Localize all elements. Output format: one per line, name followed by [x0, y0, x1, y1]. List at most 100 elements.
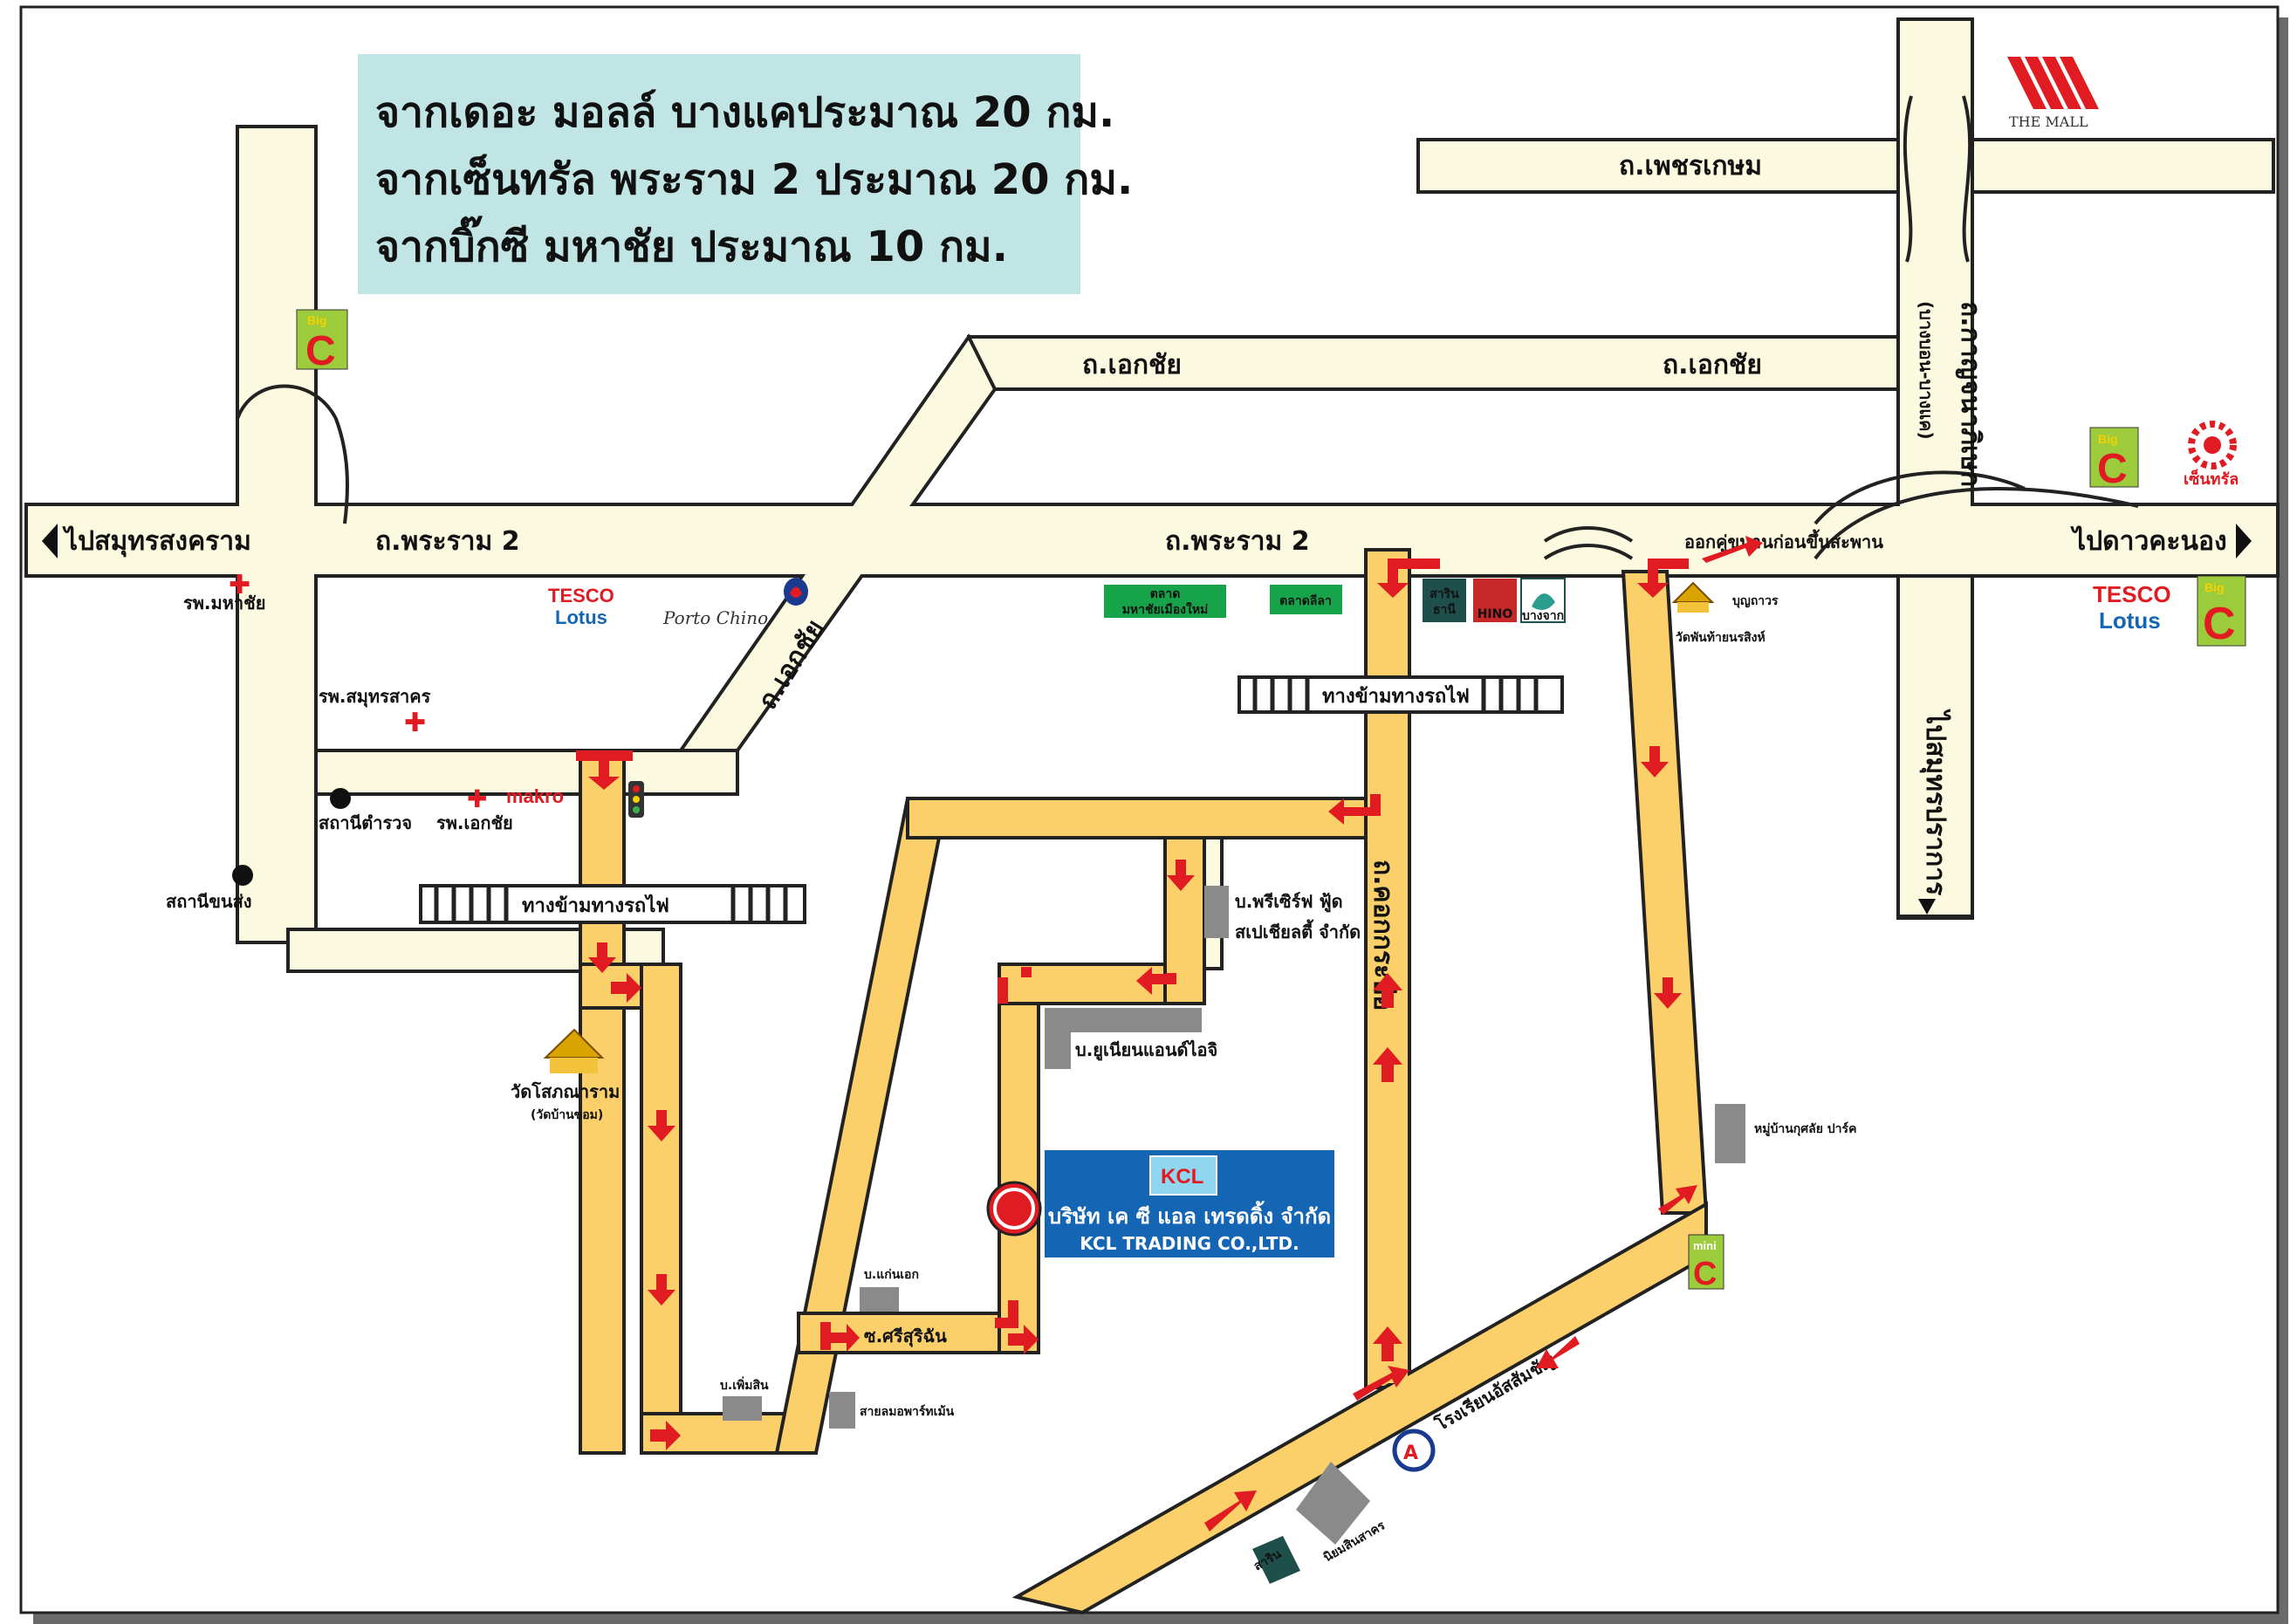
makro-logo: makro [506, 785, 564, 807]
arrow-turn-left-icon [1136, 967, 1176, 995]
arrow-up-icon [1373, 1047, 1402, 1082]
hospital-cross-icon-3: ✚ [467, 785, 487, 813]
label-kanchanaphisek-sub: (บางบอน-บางแค) [1916, 301, 1937, 440]
market-lila: ตลาดลีลา [1279, 594, 1332, 608]
school-logo-icon [1392, 1429, 1436, 1472]
route-inner-top [906, 797, 1398, 839]
road-ekachai-south [314, 749, 739, 796]
arrow-turn-icon [998, 967, 1032, 1004]
rail-crossing-right-label: ทางข้ามทางรถไฟ [1322, 684, 1470, 708]
poi-saiwan-apartment: สายลมอพาร์ทเม้น [860, 1404, 955, 1419]
building-mooban-kusol [1715, 1104, 1745, 1163]
road-phetkasem [1416, 138, 1909, 194]
road-ekachai [967, 335, 1904, 391]
poi-mahachai-hospital: รพ.มหาชัย [183, 593, 265, 613]
tesco-logo-2: TESCO [2093, 581, 2171, 607]
label-ekachai-left: ถ.เอกชัย [1082, 350, 1182, 380]
bangchak-logo-text: บางจาก [1522, 609, 1564, 623]
building-saiwan [829, 1392, 855, 1429]
label-sri-surichan: ซ.ศรีสุริฉัน [864, 1326, 947, 1347]
arrow-down-icon [648, 1110, 675, 1141]
arrow-diagonal-icon [1658, 1185, 1697, 1215]
svg-text:Big: Big [2098, 432, 2118, 446]
svg-text:THE MALL: THE MALL [2009, 113, 2088, 130]
hospital-cross-icon-2: ✚ [404, 708, 426, 738]
lotus-logo-1: Lotus [555, 606, 607, 628]
market-mahachai-1: ตลาด [1150, 587, 1181, 601]
arrow-turn-icon [1637, 558, 1689, 598]
road-joints [28, 141, 2276, 574]
market-mahachai-2: มหาชัยเมืองใหม่ [1122, 601, 1209, 617]
arrow-right-icon [650, 1421, 681, 1450]
arrow-turn-left-icon [1328, 794, 1381, 825]
svg-text:mini: mini [1693, 1239, 1717, 1252]
bigc-logo-right-top: Big C [2089, 427, 2139, 492]
road-to-samut-prakan [1896, 574, 1974, 918]
info-box [358, 54, 1080, 294]
overpass-curve-a [1813, 487, 2139, 560]
poi-transport-station: สถานีขนส่ง [166, 891, 252, 912]
overpass-curve-d [1962, 95, 1972, 263]
road-right-mall [1971, 138, 2275, 194]
svg-text:C: C [2097, 446, 2128, 492]
company-name-en: KCL TRADING CO.,LTD. [1080, 1233, 1299, 1254]
poi-u-turn-note: ออกคู่ขนานก่อนขึ้นสะพาน [1684, 529, 1883, 554]
rail-crossing-left-label: ทางข้ามทางรถไฟ [522, 894, 669, 917]
arrow-up-icon [1373, 973, 1402, 1008]
overpass-curve-b [1813, 470, 2026, 525]
bigc-mini-logo: mini C [1688, 1234, 1724, 1292]
down-triangle-icon [1918, 899, 1936, 915]
building-niyom [1296, 1462, 1370, 1545]
bigc-logo-right-bottom: Big C [2197, 575, 2246, 649]
u-turn-arrow-icon [1702, 536, 1763, 563]
bigc-logo-left: Big C [296, 309, 348, 374]
central-logo: เซ็นทรัล [2184, 421, 2239, 488]
kcl-logo-text: KCL [1161, 1165, 1203, 1189]
company-name-th: บริษัท เค ซี แอล เทรดดิ้ง จำกัด [1048, 1200, 1331, 1229]
building-pheansin [723, 1396, 762, 1421]
bus-station-dot-icon [232, 865, 253, 886]
arrow-diagonal-icon [1204, 1490, 1257, 1531]
arrow-down-icon [1167, 860, 1195, 891]
poi-mooban-kusol: หมู่บ้านกุศลัย ปาร์ค [1754, 1121, 1856, 1136]
right-triangle-icon [2236, 524, 2252, 558]
lotus-logo-2: Lotus [2099, 607, 2161, 634]
arrow-right-icon [1008, 1325, 1039, 1354]
label-to-samut-songkhram: ไปสมุทรสงคราม [62, 525, 251, 558]
poi-wat-sokkanaram-sub: (วัดบ้านขอม) [531, 1108, 603, 1122]
label-to-dao-khanong: ไปดาวคะนอง [2070, 525, 2227, 557]
kcl-logo [1149, 1155, 1217, 1196]
info-line-2: จากเซ็นทรัล พระราม 2 ประมาณ 20 กม. [375, 154, 1133, 204]
svg-text:เซ็นทรัล: เซ็นทรัล [2184, 469, 2239, 488]
poi-samutsakhon-hospital: รพ.สมุทรสาคร [319, 686, 431, 708]
svg-text:C: C [2203, 599, 2236, 649]
label-ekachai-right: ถ.เอกชัย [1663, 350, 1762, 380]
label-phetkasem: ถ.เพชรเกษม [1619, 151, 1762, 182]
svg-text:A: A [1403, 1442, 1418, 1464]
market-mahachai-sign [1104, 585, 1226, 618]
arrow-diagonal-icon [1536, 1336, 1580, 1368]
railway-left: ทางข้ามทางรถไฟ [419, 884, 806, 924]
bridge-arc-b [1543, 544, 1634, 560]
arrow-down-icon [1654, 977, 1682, 1009]
boonthaworn-logo: บุญถาวร [1732, 594, 1779, 608]
tesco-logo-1: TESCO [548, 585, 614, 606]
roundabout-curve [236, 384, 349, 524]
label-rama2-left: ถ.พระราม 2 [375, 526, 520, 557]
police-dot-icon [330, 788, 351, 809]
svg-text:Big: Big [307, 313, 327, 327]
market-lila-sign [1270, 585, 1342, 614]
poi-khanet: บ.แก่นเอก [864, 1268, 919, 1282]
sarin-logo-2 [1252, 1536, 1300, 1584]
the-mall-logo: THE MALL [2007, 57, 2099, 130]
route-inner-vertical [998, 963, 1040, 1354]
railway-right: ทางข้ามทางรถไฟ [1238, 675, 1564, 714]
bridge-arc-a [1543, 526, 1634, 543]
label-rama2-center: ถ.พระราม 2 [1165, 526, 1310, 557]
building-khanet [860, 1287, 899, 1312]
sarin-logo-1-text: สาริน [1430, 587, 1459, 601]
building-preserve-food [1204, 886, 1229, 938]
arrow-turn-down-icon [576, 750, 633, 790]
svg-text:Big: Big [2204, 580, 2225, 594]
hino-logo [1473, 579, 1517, 622]
